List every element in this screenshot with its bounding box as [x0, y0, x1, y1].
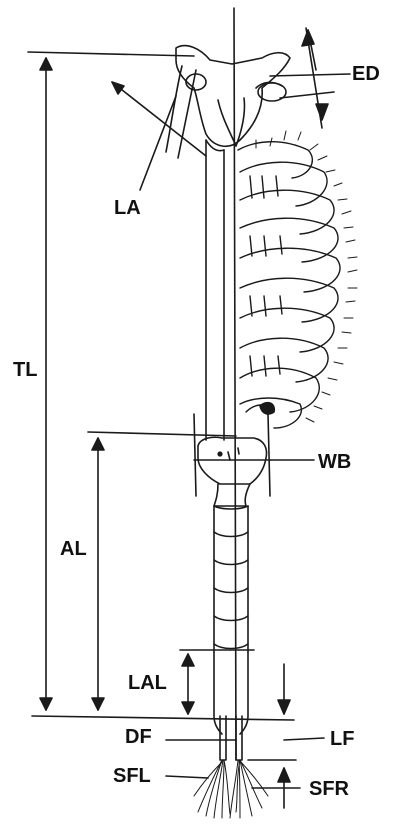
setae-fringe	[256, 131, 357, 422]
la-leader-line-2	[140, 96, 176, 190]
lf-leader-line	[284, 738, 324, 740]
tl-arrow-top	[40, 58, 52, 70]
lal-arrow-top	[182, 654, 194, 666]
ed-leader-line-2	[280, 92, 334, 98]
ed-arrow-bottom	[316, 104, 328, 120]
tl-arrow-bottom	[40, 698, 52, 710]
sfl-leader-line	[166, 776, 208, 778]
left-eye	[186, 74, 206, 90]
furcal-setae-right	[230, 760, 268, 818]
al-arrow-top	[92, 438, 104, 450]
wb-left-extension-line	[194, 414, 196, 496]
label-wb: WB	[318, 452, 351, 472]
last-abdominal-segment	[214, 652, 248, 734]
label-sfl: SFL	[113, 766, 151, 786]
lf-arrow-bottom	[278, 768, 290, 782]
label-la: LA	[114, 198, 141, 218]
lal-arrow-bottom	[182, 702, 194, 714]
left-furcal-ramus	[220, 716, 226, 760]
label-lf: LF	[330, 729, 354, 749]
furcal-setae-left	[194, 760, 230, 818]
body-axis-line	[234, 8, 236, 760]
left-antennule-2	[178, 70, 196, 158]
tl-bottom-extension-line	[32, 716, 294, 720]
abdominal-segments	[214, 506, 248, 652]
label-ed: ED	[352, 64, 380, 84]
label-tl: TL	[13, 360, 37, 380]
ed-arrow-top	[302, 30, 314, 46]
ed-leader-line-1	[270, 74, 350, 76]
abdomen-neck	[214, 484, 250, 506]
right-furcal-ramus	[236, 716, 242, 760]
left-antennule	[166, 66, 182, 152]
lf-arrow-top	[278, 700, 290, 714]
al-arrow-bottom	[92, 698, 104, 710]
label-al: AL	[60, 539, 87, 559]
wb-right-extension-line	[268, 414, 270, 496]
la-arrow	[112, 82, 124, 94]
label-df: DF	[125, 727, 152, 747]
label-sfr: SFR	[309, 779, 349, 799]
genital-segment-mark	[228, 448, 239, 460]
genital-dot	[218, 452, 222, 456]
thoracic-appendages	[238, 142, 340, 428]
pigment-spot	[260, 403, 274, 414]
al-top-extension-line	[88, 432, 236, 436]
head-outline	[176, 46, 290, 147]
label-lal: LAL	[128, 673, 167, 693]
tl-top-extension-line	[28, 52, 194, 56]
